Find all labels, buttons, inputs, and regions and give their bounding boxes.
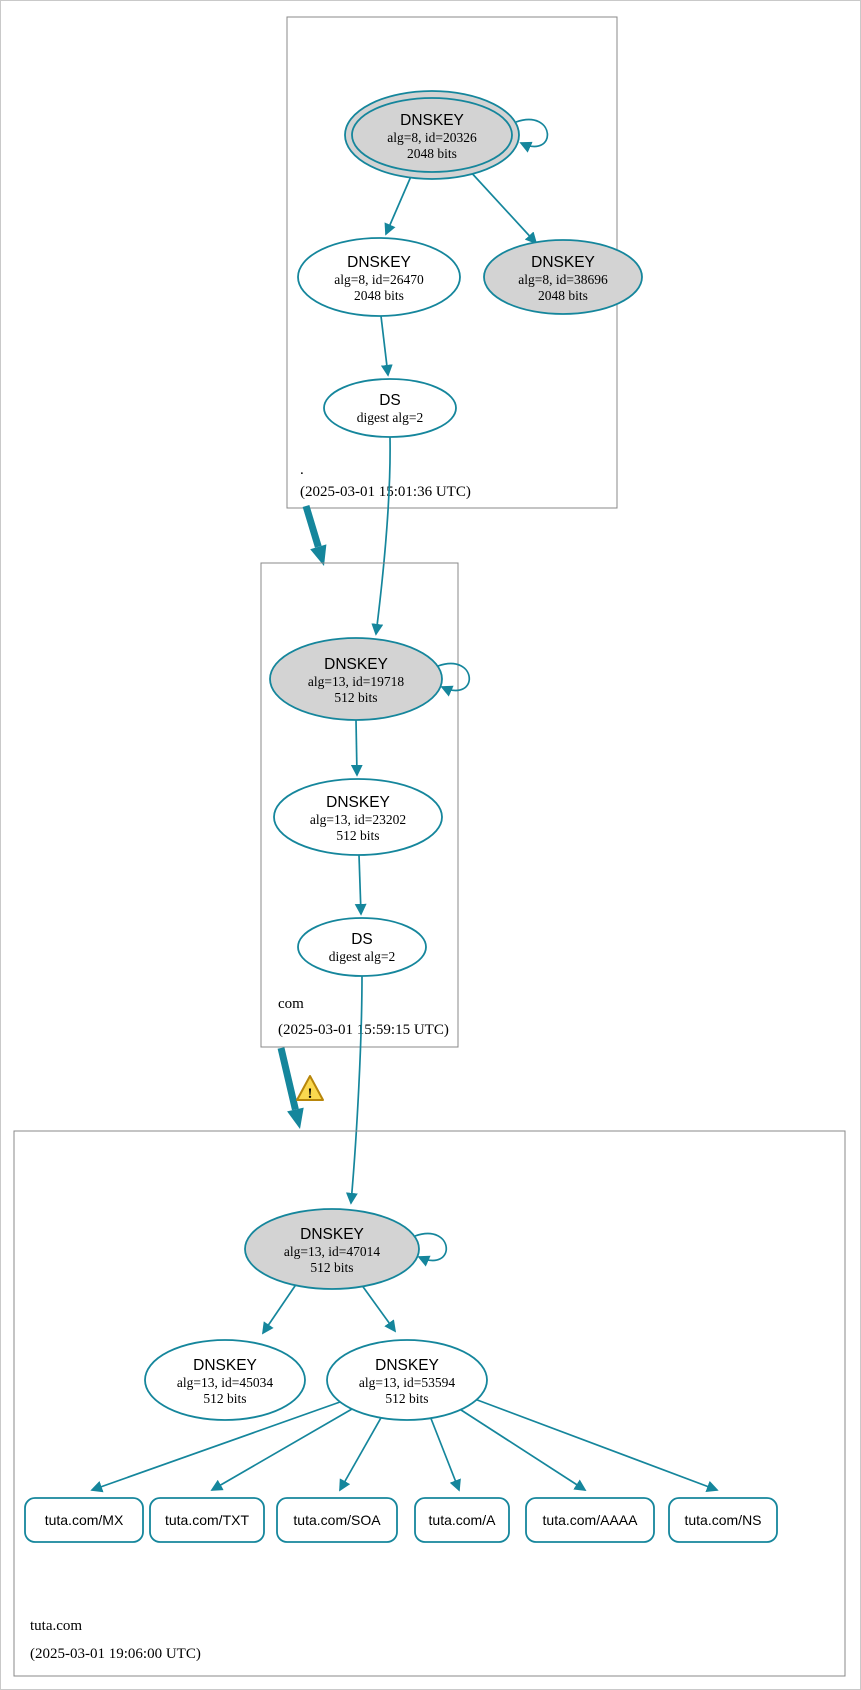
com-ds-meta: digest alg=2: [329, 949, 395, 964]
root-ksk-inner-ellipse: [351, 97, 513, 173]
rrset-node-ns: tuta.com/NS: [668, 1497, 778, 1543]
self-loop-arrow-com-ksk: [437, 662, 471, 697]
edge-root-ksk-to-zsk: [384, 173, 413, 236]
root-zsk-meta: alg=8, id=26470: [334, 272, 424, 287]
rrset-box-mx[interactable]: [24, 1497, 144, 1543]
edge-com-ds-to-tuta-ksk: [345, 975, 363, 1205]
warning-triangle: [296, 1075, 324, 1101]
root-ksk2-ellipse[interactable]: [483, 239, 643, 315]
tuta-zsk2-node: DNSKEY alg=13, id=53594 512 bits: [326, 1339, 488, 1421]
rrset-label-mx: tuta.com/MX: [45, 1512, 124, 1528]
edge-root-zsk-to-ds: [380, 315, 393, 377]
com-ksk-type: DNSKEY: [324, 656, 388, 673]
root-zsk-bits: 2048 bits: [354, 288, 404, 303]
com-ds-node: DS digest alg=2: [297, 917, 427, 977]
edge-tuta-zsk2-to-soa: [339, 1415, 383, 1492]
root-ksk-meta: alg=8, id=20326: [387, 130, 477, 145]
rrset-box-txt[interactable]: [149, 1497, 265, 1543]
tuta-ksk-type: DNSKEY: [300, 1226, 364, 1243]
edge-com-ksk-to-zsk: [350, 719, 363, 777]
delegation-arrowhead-root-to-com: [310, 544, 327, 566]
edge-com-zsk-to-ds: [354, 854, 367, 916]
com-ksk-ellipse[interactable]: [269, 637, 443, 721]
edge-tuta-zsk2-to-ns: [471, 1397, 719, 1493]
zone-label-tuta: tuta.com: [30, 1618, 82, 1634]
root-ksk2-node: DNSKEY alg=8, id=38696 2048 bits: [483, 239, 643, 315]
zone-label-com: com: [278, 996, 304, 1012]
tuta-ksk-ellipse[interactable]: [244, 1208, 420, 1290]
rrset-box-soa[interactable]: [276, 1497, 398, 1543]
rrset-box-aaaa[interactable]: [525, 1497, 655, 1543]
com-ksk-node: DNSKEY alg=13, id=19718 512 bits: [269, 637, 443, 721]
rrset-label-txt: tuta.com/TXT: [165, 1512, 249, 1528]
root-ksk-bits: 2048 bits: [407, 146, 457, 161]
root-ds-meta: digest alg=2: [357, 410, 423, 425]
com-zsk-type: DNSKEY: [326, 794, 390, 811]
tuta-zsk1-meta: alg=13, id=45034: [177, 1375, 273, 1390]
com-zsk-meta: alg=13, id=23202: [310, 812, 406, 827]
tuta-ksk-meta: alg=13, id=47014: [284, 1244, 380, 1259]
tuta-zsk2-meta: alg=13, id=53594: [359, 1375, 455, 1390]
root-ds-node: DS digest alg=2: [323, 378, 457, 438]
tuta-ksk-node: DNSKEY alg=13, id=47014 512 bits: [244, 1208, 420, 1290]
edge-tuta-zsk2-to-a: [429, 1415, 461, 1492]
root-ksk2-meta: alg=8, id=38696: [518, 272, 608, 287]
edge-tuta-ksk-to-zsk2: [360, 1283, 397, 1333]
rrset-node-txt: tuta.com/TXT: [149, 1497, 265, 1543]
delegation-arrow-root-to-com: [302, 504, 322, 548]
root-zsk-ellipse[interactable]: [297, 237, 461, 317]
tuta-zsk1-type: DNSKEY: [193, 1357, 257, 1374]
com-zsk-bits: 512 bits: [336, 828, 379, 843]
delegation-arrowhead-com-to-tuta: [287, 1107, 304, 1129]
edge-tuta-ksk-to-zsk1: [261, 1282, 298, 1335]
tuta-ksk-bits: 512 bits: [310, 1260, 353, 1275]
com-ksk-bits: 512 bits: [334, 690, 377, 705]
self-loop-arrow-root-ksk: [515, 118, 549, 153]
rrset-label-a: tuta.com/A: [429, 1512, 497, 1528]
edge-tuta-zsk2-to-mx: [90, 1401, 341, 1493]
warning-icon[interactable]: !: [296, 1075, 324, 1102]
com-ksk-meta: alg=13, id=19718: [308, 674, 404, 689]
root-zsk-node: DNSKEY alg=8, id=26470 2048 bits: [297, 237, 461, 317]
self-loop-arrow-tuta-ksk: [414, 1232, 448, 1267]
tuta-zsk2-type: DNSKEY: [375, 1357, 439, 1374]
rrset-label-aaaa: tuta.com/AAAA: [543, 1512, 639, 1528]
root-ksk-ellipse[interactable]: [344, 90, 520, 180]
tuta-zsk2-ellipse[interactable]: [326, 1339, 488, 1421]
root-ksk-type: DNSKEY: [400, 112, 464, 129]
com-zsk-ellipse[interactable]: [273, 778, 443, 856]
rrset-label-ns: tuta.com/NS: [684, 1512, 761, 1528]
rrset-node-aaaa: tuta.com/AAAA: [525, 1497, 655, 1543]
tuta-zsk1-node: DNSKEY alg=13, id=45034 512 bits: [144, 1339, 306, 1421]
com-ds-type: DS: [351, 931, 373, 948]
delegation-arrow-com-to-tuta: [277, 1047, 299, 1111]
tuta-zsk2-bits: 512 bits: [385, 1391, 428, 1406]
root-ds-type: DS: [379, 392, 401, 409]
rrset-node-soa: tuta.com/SOA: [276, 1497, 398, 1543]
zone-box-tuta: [13, 1130, 846, 1677]
rrset-box-a[interactable]: [414, 1497, 510, 1543]
zone-box-com: [260, 562, 459, 1048]
warning-exclamation: !: [308, 1086, 313, 1102]
edge-root-ds-to-com-ksk: [371, 436, 391, 636]
edge-tuta-zsk2-to-aaaa: [457, 1407, 587, 1491]
root-ksk-node: DNSKEY alg=8, id=20326 2048 bits: [344, 90, 520, 180]
tuta-zsk1-bits: 512 bits: [203, 1391, 246, 1406]
zone-timestamp-root: (2025-03-01 15:01:36 UTC): [300, 484, 471, 500]
zone-timestamp-com: (2025-03-01 15:59:15 UTC): [278, 1022, 449, 1038]
zone-label-root: .: [300, 462, 304, 478]
rrset-box-ns[interactable]: [668, 1497, 778, 1543]
edge-root-ksk-to-ksk2: [467, 168, 538, 245]
rrset-label-soa: tuta.com/SOA: [293, 1512, 381, 1528]
rrset-node-mx: tuta.com/MX: [24, 1497, 144, 1543]
root-zsk-type: DNSKEY: [347, 254, 411, 271]
root-ksk2-bits: 2048 bits: [538, 288, 588, 303]
zone-timestamp-tuta: (2025-03-01 19:06:00 UTC): [30, 1646, 201, 1662]
com-zsk-node: DNSKEY alg=13, id=23202 512 bits: [273, 778, 443, 856]
edge-tuta-zsk2-to-txt: [210, 1408, 353, 1491]
root-ksk2-type: DNSKEY: [531, 254, 595, 271]
rrset-node-a: tuta.com/A: [414, 1497, 510, 1543]
tuta-zsk1-ellipse[interactable]: [144, 1339, 306, 1421]
